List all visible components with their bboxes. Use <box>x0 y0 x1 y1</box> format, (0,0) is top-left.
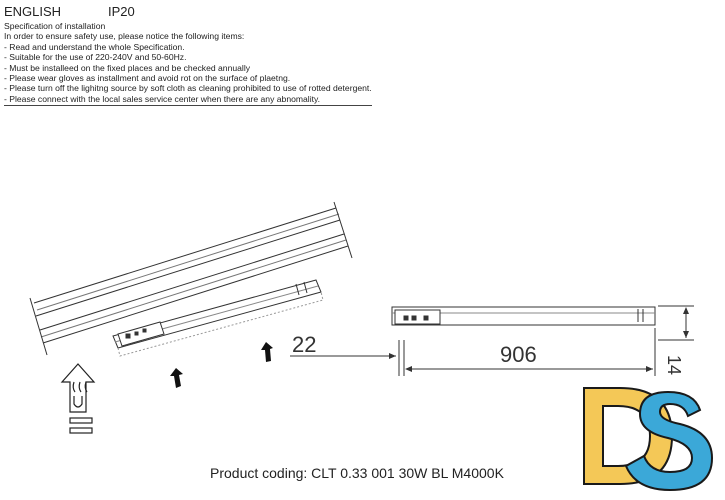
product-coding: Product coding: CLT 0.33 001 30W BL M400… <box>210 465 504 481</box>
light-fixture-tilted <box>112 279 324 357</box>
spec-item: - Read and understand the whole Specific… <box>4 41 185 52</box>
spec-title: Specification of installation <box>4 21 106 31</box>
spec-intro: In order to ensure safety use, please no… <box>4 31 245 42</box>
push-arrow-icon <box>170 342 273 388</box>
dimension-length <box>398 328 656 376</box>
offset-label: 22 <box>292 332 316 357</box>
language-label: ENGLISH <box>4 4 62 19</box>
spec-item: - Please turn off the lighitng source by… <box>4 83 372 94</box>
light-fixture-side-view <box>391 306 656 326</box>
spec-item: - Please connect with the local sales se… <box>4 94 372 107</box>
brand-logo: DS <box>583 387 714 492</box>
ip-rating-label: IP20 <box>108 4 135 19</box>
height-label: 14 <box>664 355 684 375</box>
spec-item: - Suitable for the use of 220-240V and 5… <box>4 52 187 63</box>
track-rail <box>29 201 353 356</box>
hand-push-icon <box>60 363 96 434</box>
dimension-height <box>658 305 694 341</box>
spec-item: - Please wear gloves as installment and … <box>4 73 291 84</box>
length-label: 906 <box>500 342 537 367</box>
spec-item: - Must be installeed on the fixed places… <box>4 62 251 73</box>
specification-block: Specification of installation In order t… <box>4 21 372 107</box>
